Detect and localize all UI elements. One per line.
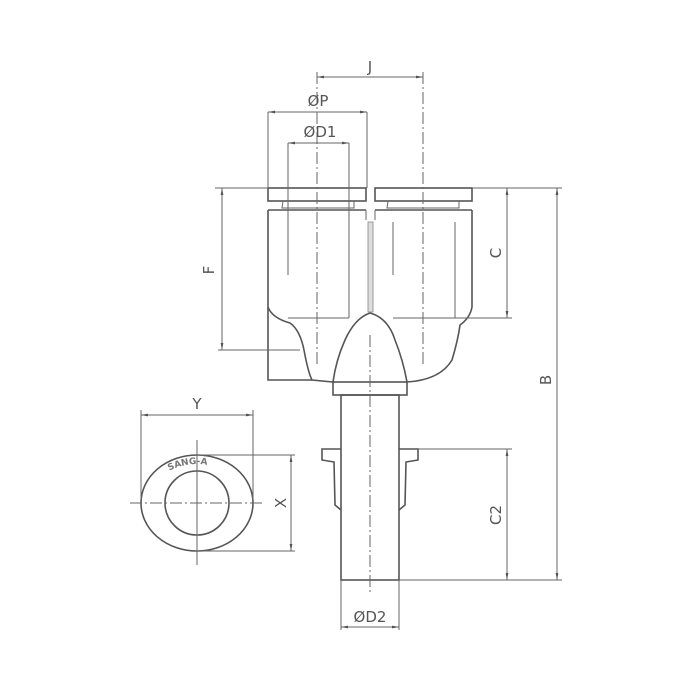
dim-label-c: C (487, 248, 505, 258)
dim-label-d1: ØD1 (304, 123, 337, 141)
dim-label-c2: C2 (487, 505, 505, 525)
barb-right (398, 448, 419, 511)
dim-label-f: F (200, 266, 218, 275)
fitting-end-view: SANG-A Y X (130, 395, 295, 565)
dim-label-p: ØP (308, 92, 329, 110)
fitting-front-view (267, 72, 473, 595)
dim-label-j: J (367, 58, 372, 76)
dim-label-d2: ØD2 (354, 608, 387, 626)
fitting-body (267, 210, 473, 383)
dim-label-x: X (272, 498, 290, 508)
dim-label-b: B (537, 375, 555, 385)
barb-left (321, 448, 342, 511)
dim-label-y: Y (191, 395, 202, 413)
dimensions: J ØP ØD1 F C B C2 ØD2 (200, 58, 562, 630)
